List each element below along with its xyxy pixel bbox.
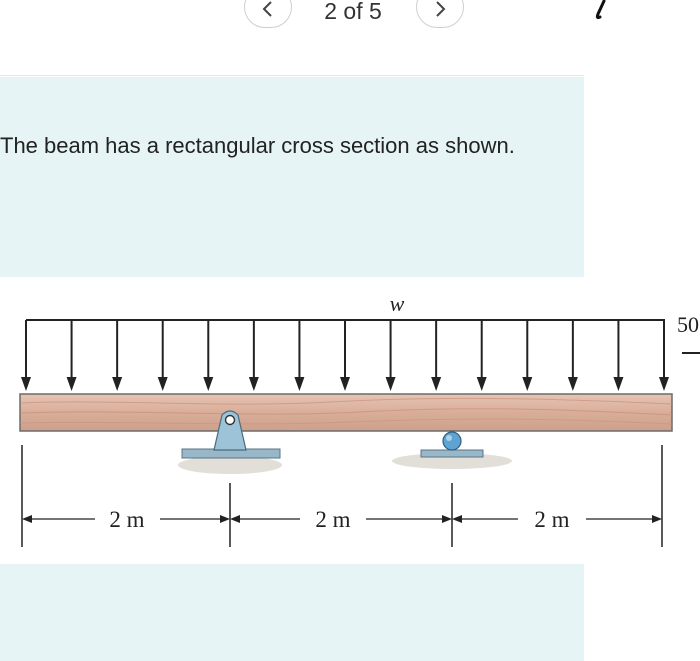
load-label: w: [390, 291, 405, 316]
load-arrow-head: [203, 377, 214, 391]
next-question-button[interactable]: [416, 0, 464, 28]
header-divider: [0, 75, 584, 76]
load-arrow-head: [567, 377, 578, 391]
chevron-left-icon: [262, 1, 272, 17]
load-arrow-head: [157, 377, 168, 391]
load-arrow-head: [431, 377, 442, 391]
beam: [19, 393, 673, 432]
span-label-1: 2 m: [109, 507, 144, 532]
load-arrow-head: [613, 377, 624, 391]
span-label-2: 2 m: [315, 507, 350, 532]
chevron-right-icon: [436, 1, 446, 17]
previous-question-button[interactable]: [244, 0, 292, 28]
pin-support: [178, 410, 282, 474]
span-dimensions: 2 m 2 m 2 m: [21, 445, 663, 547]
question-text: The beam has a rectangular cross section…: [0, 133, 515, 158]
load-arrow-head: [66, 377, 77, 391]
question-prompt-panel: [0, 77, 584, 277]
distributed-load: [21, 319, 669, 391]
cut-off-label: 50: [677, 312, 699, 337]
load-arrow-head: [21, 377, 31, 391]
load-arrow-head: [112, 377, 123, 391]
span-label-3: 2 m: [534, 507, 569, 532]
load-arrow-head: [248, 377, 259, 391]
answer-panel: [0, 564, 584, 661]
question-navigation: 2 of 5: [0, 0, 700, 30]
load-arrow-head: [340, 377, 350, 391]
load-arrow-head: [385, 377, 396, 391]
info-mark-icon: [595, 0, 606, 20]
load-arrow-head: [522, 377, 533, 391]
load-arrow-head: [659, 377, 669, 391]
load-arrow-head: [294, 377, 305, 391]
load-arrow-head: [476, 377, 487, 391]
question-counter: 2 of 5: [324, 0, 382, 24]
roller-support: [392, 431, 512, 469]
beam-diagram: w 50 2 m: [19, 291, 700, 547]
